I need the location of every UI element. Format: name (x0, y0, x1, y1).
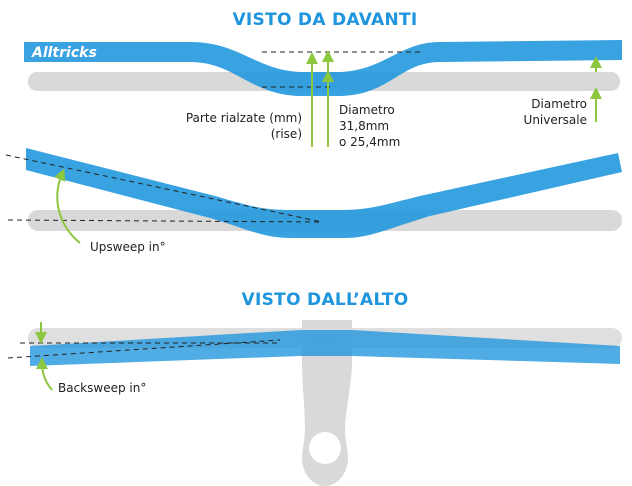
rise-label-line1: Parte rialzate (mm) (186, 111, 302, 125)
rise-label-line2: (rise) (271, 127, 302, 141)
top-blue-bar (30, 330, 620, 366)
diameter-label-line3: o 25,4mm (339, 135, 400, 149)
diameter-label-line2: 31,8mm (339, 119, 389, 133)
diameter-label-line1: Diametro (339, 103, 395, 117)
front-blue-riser-bar (24, 40, 622, 96)
front-view-title: VISTO DA DAVANTI (232, 10, 417, 30)
backsweep-dashed-line-angle (7, 339, 281, 359)
alltricks-logo: Alltricks (31, 45, 97, 61)
upsweep-label: Upsweep in° (90, 240, 166, 254)
universal-label-line1: Diametro (531, 97, 587, 111)
stem-hole (309, 432, 341, 464)
upsweep-dashed-horizontal-line (7, 219, 323, 223)
upsweep-arc-arrow (54, 168, 81, 244)
backsweep-label: Backsweep in° (58, 381, 146, 395)
top-view-title: VISTO DALL’ALTO (242, 290, 409, 310)
upsweep-blue-bar (26, 148, 622, 238)
universal-label-line2: Universale (524, 113, 587, 127)
backsweep-arrow-bottom (36, 357, 53, 391)
